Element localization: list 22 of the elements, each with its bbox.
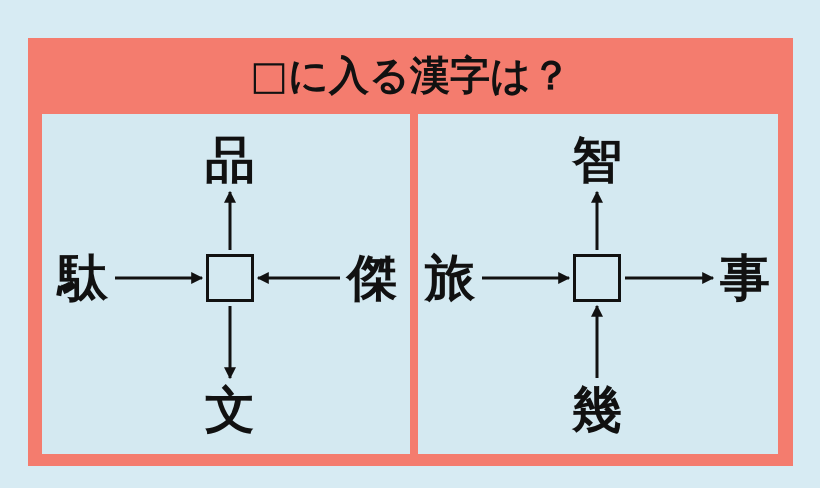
arrow — [482, 272, 570, 284]
card-background — [28, 38, 793, 466]
kanji-label: 智 — [569, 132, 625, 188]
arrow — [256, 272, 340, 284]
kanji-label: 旅 — [422, 250, 478, 306]
panel-background — [418, 114, 778, 454]
blank-square — [573, 254, 621, 302]
kanji-label: 傑 — [344, 250, 400, 306]
blank-square — [206, 254, 254, 302]
arrow — [591, 190, 603, 250]
arrow — [224, 190, 236, 250]
kanji-label: 幾 — [569, 382, 625, 438]
arrow — [591, 304, 603, 378]
arrow — [115, 272, 204, 284]
title-text: □に入る漢字は？ — [249, 52, 572, 100]
panel-background — [42, 114, 410, 454]
kanji-label: 事 — [717, 250, 773, 306]
arrow — [224, 306, 236, 380]
kanji-label: 品 — [202, 132, 258, 188]
kanji-label: 文 — [202, 382, 258, 438]
arrow — [625, 272, 714, 284]
kanji-label: 駄 — [55, 250, 111, 306]
